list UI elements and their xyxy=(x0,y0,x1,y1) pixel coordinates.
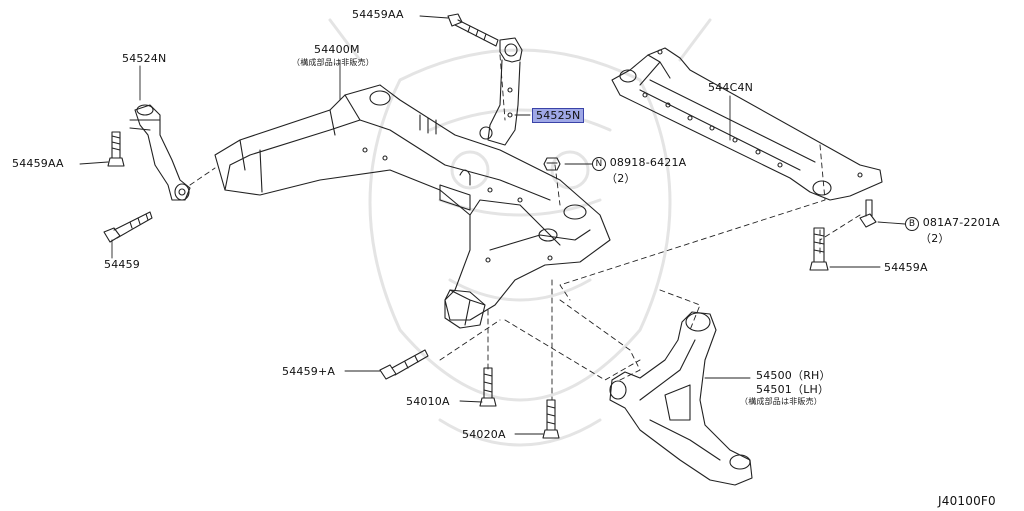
label-arm-rh: 54500（RH） xyxy=(756,369,831,382)
label-bracket-highlight[interactable]: 54525N xyxy=(532,108,585,123)
label-bolt-left: 54459AA xyxy=(12,157,64,170)
label-nut-qty: （2） xyxy=(606,172,636,185)
bolt-54020A xyxy=(542,399,560,439)
dashed-leaders xyxy=(189,54,861,401)
label-crossmember-note: （構成部品は非販売） xyxy=(292,58,374,67)
label-nut: N 08918-6421A xyxy=(592,156,686,171)
bolt-top-54459AA xyxy=(447,13,499,47)
bracket-54525N xyxy=(479,37,523,146)
label-arm-note: （構成部品は非販売） xyxy=(740,397,822,406)
label-bolt-right-qty: （2） xyxy=(920,232,950,245)
nut-part-number: 08918-6421A xyxy=(609,156,687,169)
label-rear-bar: 544C4N xyxy=(708,81,754,94)
rear-bar-544C4N xyxy=(611,47,883,201)
label-bolt-top: 54459AA xyxy=(352,8,404,21)
watermark-emblem xyxy=(328,18,712,447)
crossmember-54400M xyxy=(214,84,611,329)
label-link-left: 54524N xyxy=(122,52,167,65)
bolt-54010A xyxy=(479,367,497,407)
bolt-right-081A7-2201A xyxy=(859,199,877,228)
bolt-right-prefix-icon: B xyxy=(905,217,919,231)
bolt-right-part-number: 081A7-2201A xyxy=(922,216,1000,229)
leader-lines xyxy=(79,15,906,435)
label-bolt-right-lower: 54459A xyxy=(884,261,928,274)
lower-arm-54500 xyxy=(609,311,753,486)
label-crossmember: 54400M xyxy=(314,43,360,56)
label-arm-lh: 54501（LH） xyxy=(756,383,830,396)
label-bolt-center2: 54020A xyxy=(462,428,506,441)
bolt-left-54459 xyxy=(103,211,153,243)
nut-prefix-icon: N xyxy=(592,157,606,171)
link-54524N xyxy=(129,104,191,201)
label-bolt-right: B 081A7-2201A xyxy=(905,216,1000,231)
nut-08918-6421A xyxy=(543,157,561,171)
diagram-id: J40100F0 xyxy=(938,494,996,508)
label-bolt-left-lower: 54459 xyxy=(104,258,140,271)
bolt-left-54459AA xyxy=(107,131,125,167)
bolt-right-54459A xyxy=(809,227,829,271)
label-bolt-front: 54459+A xyxy=(282,365,336,378)
label-bolt-center1: 54010A xyxy=(406,395,450,408)
bolt-54459-plus-A xyxy=(379,349,429,380)
